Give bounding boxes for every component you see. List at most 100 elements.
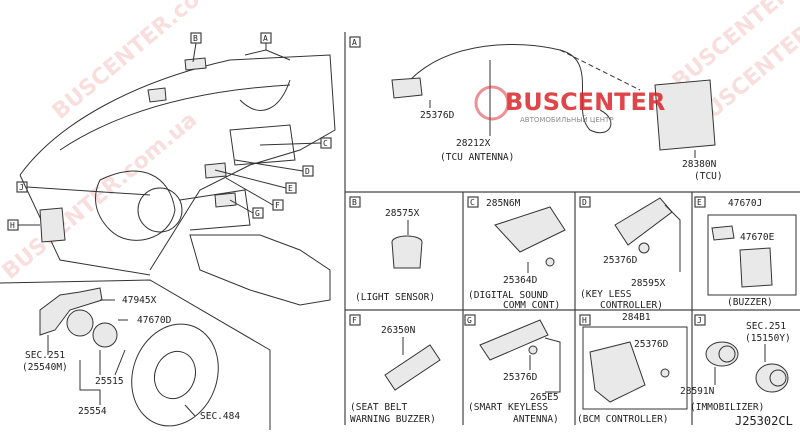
bcm-label: (BCM CONTROLLER) xyxy=(577,414,669,425)
diagram-line-art xyxy=(660,368,670,378)
panel-b-light-sensor[interactable]: B 28575X (LIGHT SENSOR) xyxy=(349,196,435,303)
panel-c-digital-sound[interactable]: C 285N6M 25364D (DIGITAL SOUND COMM CONT… xyxy=(467,196,566,311)
part-25376d: 25376D xyxy=(634,339,669,350)
diagram-line-art xyxy=(707,214,797,296)
steering-section: 47945X 47670D SEC.251 (25540M) 25515 255… xyxy=(0,279,271,430)
callout-a[interactable]: A xyxy=(244,32,291,61)
callout-b[interactable]: B xyxy=(190,32,202,63)
diagram-line-art xyxy=(654,79,716,151)
diagram-line-art xyxy=(95,170,176,241)
smart-keyless-label-2: ANTENNA) xyxy=(513,414,559,425)
light-sensor-label: (LIGHT SENSOR) xyxy=(355,292,435,303)
part-25515: 25515 xyxy=(95,376,124,387)
diagram-line-art xyxy=(718,345,736,363)
panel-g-smart-keyless-antenna[interactable]: G 25376D 265E5 (SMART KEYLESS ANTENNA) xyxy=(464,314,561,425)
diagram-line-art xyxy=(244,43,291,61)
keyless-label-1: (KEY LESS xyxy=(580,289,632,300)
callout-c[interactable]: C xyxy=(259,137,332,149)
diagram-line-art xyxy=(614,197,673,246)
digital-sound-label-1: (DIGITAL SOUND xyxy=(468,290,548,301)
diagram-line-art xyxy=(184,57,207,71)
diagram-label: B xyxy=(193,34,198,43)
diagram-line-art xyxy=(349,36,361,48)
diagram-line-art xyxy=(579,196,591,208)
diagram-line-art xyxy=(19,54,336,271)
diagram-label: G xyxy=(467,316,472,325)
diagram-line-art xyxy=(214,192,237,208)
panel-d-keyless-controller[interactable]: D 25376D 28595X (KEY LESS CONTROLLER) xyxy=(579,196,681,311)
diagram-label: C xyxy=(470,198,475,207)
digital-sound-label-2: COMM CONT) xyxy=(503,300,560,311)
diagram-line-art xyxy=(711,225,735,241)
panel-f-seat-belt-buzzer[interactable]: F 26350N (SEAT BELT WARNING BUZZER) xyxy=(349,314,441,425)
logo-text: BUSCENTER xyxy=(505,88,665,116)
diagram-label: D xyxy=(305,167,310,176)
diagram-line-art xyxy=(349,196,361,208)
diagram-line-art xyxy=(769,369,787,387)
keyless-label-2: CONTROLLER) xyxy=(600,300,663,311)
tcu-label: (TCU) xyxy=(694,171,723,182)
diagram-line-art xyxy=(391,241,423,269)
diagram-line-art xyxy=(192,42,197,63)
overview-callouts: B A C D E F G J H xyxy=(7,32,332,231)
callout-h[interactable]: H xyxy=(7,219,40,231)
diagram-line-art xyxy=(39,207,66,243)
part-265e5: 265E5 xyxy=(530,392,559,403)
part-28591n: 28591N xyxy=(680,386,715,397)
diagram-label: E xyxy=(697,198,702,207)
part-28380n: 28380N xyxy=(682,159,717,170)
diagram-label: J xyxy=(697,316,702,325)
part-47670d: 47670D xyxy=(137,315,172,326)
sec-251-label: SEC.251 xyxy=(25,350,65,361)
diagram-line-art xyxy=(664,204,681,272)
part-47670j: 47670J xyxy=(728,198,762,209)
diagram-line-art xyxy=(229,199,254,214)
diagram-label: J xyxy=(19,183,24,192)
part-47670e: 47670E xyxy=(740,232,775,243)
callout-f[interactable]: F xyxy=(225,177,284,211)
diagram-line-art xyxy=(739,247,773,288)
diagram-line-art xyxy=(0,279,271,430)
seat-belt-label-2: WARNING BUZZER) xyxy=(350,414,436,425)
diagram-line-art xyxy=(464,314,476,326)
diagram-line-art xyxy=(384,344,441,391)
buscenter-logo: BUSCENTER АВТОМОБИЛЬНЫЙ ЦЕНТР xyxy=(474,85,665,124)
part-28212x: 28212X xyxy=(456,138,491,149)
diagram-label: A xyxy=(263,34,268,43)
logo-subtitle: АВТОМОБИЛЬНЫЙ ЦЕНТР xyxy=(520,115,614,124)
diagram-line-art xyxy=(19,174,151,276)
panel-j-immobilizer[interactable]: J SEC.251 (15150Y) 28591N (IMMOBILIZER) … xyxy=(680,314,793,428)
diagram-line-art xyxy=(559,49,641,91)
diagram-line-art xyxy=(259,142,322,146)
panel-e-buzzer[interactable]: E 47670J 47670E (BUZZER) xyxy=(694,196,797,308)
part-25376d: 25376D xyxy=(420,110,455,121)
part-25554: 25554 xyxy=(78,406,107,417)
panel-a-tcu[interactable]: A 25376D 28212X (TCU ANTENNA) 28380N (TC… xyxy=(349,36,723,182)
diagram-line-art xyxy=(179,189,251,231)
callout-d[interactable]: D xyxy=(234,159,314,177)
callout-j[interactable]: J xyxy=(16,181,151,196)
callout-e[interactable]: E xyxy=(214,169,297,194)
panel-grid xyxy=(344,32,800,425)
diagram-line-art xyxy=(545,257,555,267)
diagram-line-art xyxy=(391,77,423,99)
diagram-line-art xyxy=(529,337,561,393)
diagram-line-art xyxy=(474,85,510,121)
part-285n6m: 285N6M xyxy=(486,198,521,209)
diagram-label: A xyxy=(352,38,357,47)
diagram-line-art xyxy=(26,186,151,196)
diagram-label: H xyxy=(10,221,15,230)
diagram-label: D xyxy=(582,198,587,207)
part-28595x: 28595X xyxy=(631,278,666,289)
callout-g[interactable]: G xyxy=(229,199,264,219)
drawing-id: J25302CL xyxy=(735,414,793,428)
diagram-label: G xyxy=(255,209,260,218)
panel-h-bcm-controller[interactable]: H 284B1 25376D (BCM CONTROLLER) xyxy=(577,312,688,425)
diagram-line-art xyxy=(638,242,650,254)
part-26350n: 26350N xyxy=(381,325,416,336)
diagram-line-art xyxy=(66,309,94,337)
sec-484-label: SEC.484 xyxy=(200,411,240,422)
diagram-label: F xyxy=(275,201,280,210)
diagram-line-art xyxy=(755,363,789,393)
